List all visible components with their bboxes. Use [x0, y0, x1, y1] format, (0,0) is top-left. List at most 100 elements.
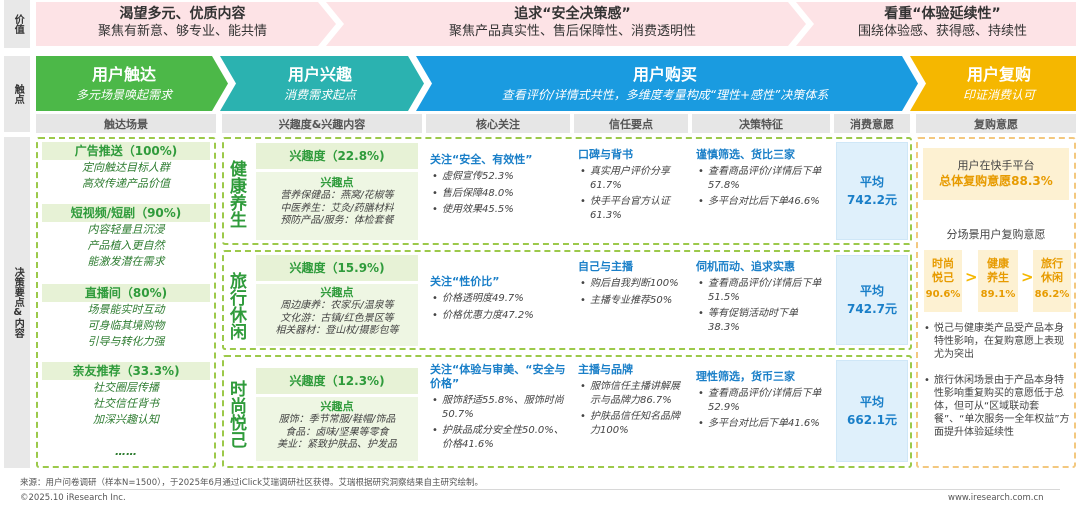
repurchase-panel [916, 137, 1076, 468]
reach-item-3-line-1: 场景能实时互动 [87, 303, 165, 316]
reach-item-3-title: 直播间（80%) [42, 284, 210, 302]
col-header-reach: 触达场景 [36, 114, 216, 133]
row-fashion-trust: 主播与品牌 服饰信任主播讲解展示与品牌力86.7% 护肤品信任知名品牌力100% [578, 363, 688, 437]
row-travel-interest-point-3: 相关器材：登山杖/摄影包等 [275, 325, 399, 336]
row-travel-interest-label: 兴趣点 [320, 286, 354, 299]
repurchase-scene-1-name: 时尚悦己 [932, 257, 954, 284]
reach-item-4-title: 亲友推荐（33.3%) [42, 362, 210, 380]
repurchase-scene-1: 时尚悦己 90.6% [924, 250, 962, 312]
row-fashion-focus: 关注“体验与审美、“安全与价格” 服饰舒适55.8%、服饰时尚50.7% 护肤品… [430, 363, 570, 451]
reach-item-1-line-2: 高效传递产品价值 [82, 177, 170, 190]
row-health-panel [222, 137, 912, 245]
row-travel-focus-item-2: 价格优惠力度47.2% [430, 309, 570, 323]
repurchase-overall: 用户在快手平台 总体复购意愿88.3% [923, 148, 1069, 200]
repurchase-overall-value: 总体复购意愿88.3% [939, 174, 1053, 188]
phase-interest-sub: 消费需求起点 [283, 87, 356, 102]
row-health-spend: 平均 742.2元 [836, 142, 908, 240]
row-health-interest-point-1: 营养保健品：燕窝/花椒等 [280, 190, 394, 201]
reach-item-4-line-2: 社交信任背书 [93, 397, 159, 410]
row-health-decision-item-2: 多平台对比后下单46.6% [696, 195, 828, 209]
row-travel-focus-title: 关注“性价比” [430, 275, 500, 288]
phase-reach-title: 用户触达 [91, 64, 156, 84]
row-health-focus-title: 关注“安全、有效性” [430, 153, 533, 166]
row-fashion-interest-label: 兴趣点 [320, 400, 354, 413]
row-travel-decision-item-2: 等有促销活动时下单38.3% [696, 307, 828, 334]
row-health-interest-level: 兴趣度（22.8%) [256, 143, 418, 169]
repurchase-note-1: 悦己与健康类产品受产品本身特性影响，在复购意愿上表现尤为突出 [922, 322, 1072, 361]
row-travel-trust-title: 自己与主播 [578, 260, 633, 273]
row-fashion-decision-item-1: 查看商品评价/详情后下单52.9% [696, 387, 828, 414]
row-fashion-interest-box: 兴趣点 服饰：季节常服/鞋帽/饰品 食品：卤味/坚果等零食 美业：紧致护肤品、护… [256, 397, 418, 461]
top-band-1-sub: 聚焦有新意、够专业、能共情 [97, 23, 267, 39]
row-travel-decision-title: 伺机而动、追求实惠 [696, 260, 795, 273]
reach-more: …… [115, 445, 137, 458]
top-band-2-sub: 聚焦产品真实性、售后保障性、消费透明性 [448, 23, 696, 39]
repurchase-note-2: 旅行休闲场景由于产品本身特性影响重复购买的意愿低于总体，但可从“区域联动套餐”、… [922, 374, 1072, 439]
row-travel-decision-item-1: 查看商品评价/详情后下单51.5% [696, 277, 828, 304]
top-band-2: 追求“安全决策感” 聚焦产品真实性、售后保障性、消费透明性 [345, 0, 800, 44]
repurchase-scene-2-name: 健康养生 [987, 257, 1009, 284]
row-fashion-trust-item-2: 护肤品信任知名品牌力100% [578, 410, 688, 437]
row-health-trust-item-2: 快手平台官方认证61.3% [578, 195, 688, 222]
row-health-category: 健康养生 [226, 160, 246, 228]
row-fashion-focus-item-1: 服饰舒适55.8%、服饰时尚50.7% [430, 394, 570, 421]
row-health-focus-item-3: 使用效果45.5% [430, 203, 570, 217]
phase-repurchase: 用户复购 印证消费认可 [922, 56, 1076, 111]
row-travel-interest-level: 兴趣度（15.9%) [256, 255, 418, 281]
row-fashion-focus-title: 关注“体验与审美、“安全与价格” [430, 363, 566, 390]
row-fashion-spend-value: 662.1元 [847, 413, 897, 427]
reach-item-2-line-3: 能激发潜在需求 [87, 255, 165, 268]
reach-item-2-title: 短视频/短剧（90%) [42, 204, 210, 222]
row-travel-spend: 平均 742.7元 [836, 255, 908, 345]
reach-item-4-line-1: 社交圈层传播 [93, 381, 159, 394]
row-fashion-panel [222, 355, 912, 468]
row-fashion-category: 时尚悦己 [226, 380, 246, 448]
side-label-decision: 决策要点&内容 [4, 137, 30, 468]
footer-site: www.iresearch.com.cn [948, 493, 1044, 503]
row-travel-focus: 关注“性价比” 价格透明度49.7% 价格优惠力度47.2% [430, 275, 570, 322]
row-travel-interest-box: 兴趣点 周边康养：农家乐/温泉等 文化游：古镇/红色景区等 相关器材：登山杖/摄… [256, 284, 418, 346]
col-header-focus: 核心关注 [426, 114, 570, 133]
row-fashion-decision: 理性筛选，货币三家 查看商品评价/详情后下单52.9% 多平台对比后下单41.6… [696, 370, 828, 431]
row-fashion-spend-label: 平均 [859, 395, 884, 409]
row-health-trust-item-1: 真实用户评价分享61.7% [578, 165, 688, 192]
row-health-spend-value: 742.2元 [847, 193, 897, 207]
reach-item-4: 亲友推荐（33.3%) 社交圈层传播 社交信任背书 加深兴趣认知 [42, 362, 210, 428]
row-travel-spend-label: 平均 [859, 284, 884, 298]
row-health-decision: 谨慎筛选、货比三家 查看商品评价/详情后下单57.8% 多平台对比后下单46.6… [696, 148, 828, 209]
reach-item-2: 短视频/短剧（90%) 内容轻量且沉浸 产品植入更自然 能激发潜在需求 [42, 204, 210, 270]
phase-purchase-title: 用户购买 [632, 64, 697, 84]
row-fashion-focus-item-2: 护肤品成分安全性50.0%、价格41.6% [430, 424, 570, 451]
col-header-decision: 决策特征 [692, 114, 830, 133]
row-travel-focus-item-1: 价格透明度49.7% [430, 292, 570, 306]
row-travel-trust: 自己与主播 购后自我判断100% 主播专业推荐50% [578, 260, 688, 307]
row-travel-category: 旅行休闲 [226, 272, 246, 340]
row-fashion-spend: 平均 662.1元 [836, 360, 908, 462]
row-fashion-decision-item-2: 多平台对比后下单41.6% [696, 417, 828, 431]
col-header-repurchase: 复购意愿 [916, 114, 1076, 133]
row-health-decision-title: 谨慎筛选、货比三家 [696, 148, 795, 161]
reach-item-3-line-2: 可身临其境购物 [87, 319, 165, 332]
row-fashion-trust-title: 主播与品牌 [578, 363, 633, 376]
top-band-3-sub: 围绕体验感、获得感、持续性 [857, 23, 1027, 39]
footer-copyright: ©2025.10 iResearch Inc. [20, 493, 126, 503]
phase-chevrons-bg [36, 56, 1076, 111]
row-health-spend-label: 平均 [859, 175, 884, 189]
row-travel-interest-point-1: 周边康养：农家乐/温泉等 [280, 300, 394, 311]
phase-reach: 用户触达 多元场景唤起需求 [36, 56, 212, 111]
col-header-trust: 信任要点 [574, 114, 688, 133]
row-fashion-decision-title: 理性筛选，货币三家 [696, 370, 795, 383]
phase-interest: 用户兴趣 消费需求起点 [232, 56, 408, 111]
row-health-focus-item-1: 虚假宣传52.3% [430, 170, 570, 184]
phase-repurchase-sub: 印证消费认可 [962, 87, 1035, 102]
row-health-interest-point-2: 中医养生：艾灸/药膳材料 [280, 202, 394, 214]
phase-reach-sub: 多元场景唤起需求 [75, 87, 172, 102]
repurchase-note-2-text: 旅行休闲场景由于产品本身特性影响重复购买的意愿低于总体，但可从“区域联动套餐”、… [922, 374, 1072, 439]
repurchase-scene-title: 分场景用户复购意愿 [946, 228, 1046, 241]
phase-repurchase-title: 用户复购 [966, 64, 1031, 84]
reach-panel [36, 137, 216, 468]
reach-item-3-line-3: 引导与转化力强 [87, 335, 165, 348]
row-health-focus-item-2: 售后保障48.0% [430, 187, 570, 201]
top-band-1-title: 渴望多元、优质内容 [119, 5, 246, 22]
top-band-2-title: 追求“安全决策感” [514, 5, 631, 22]
